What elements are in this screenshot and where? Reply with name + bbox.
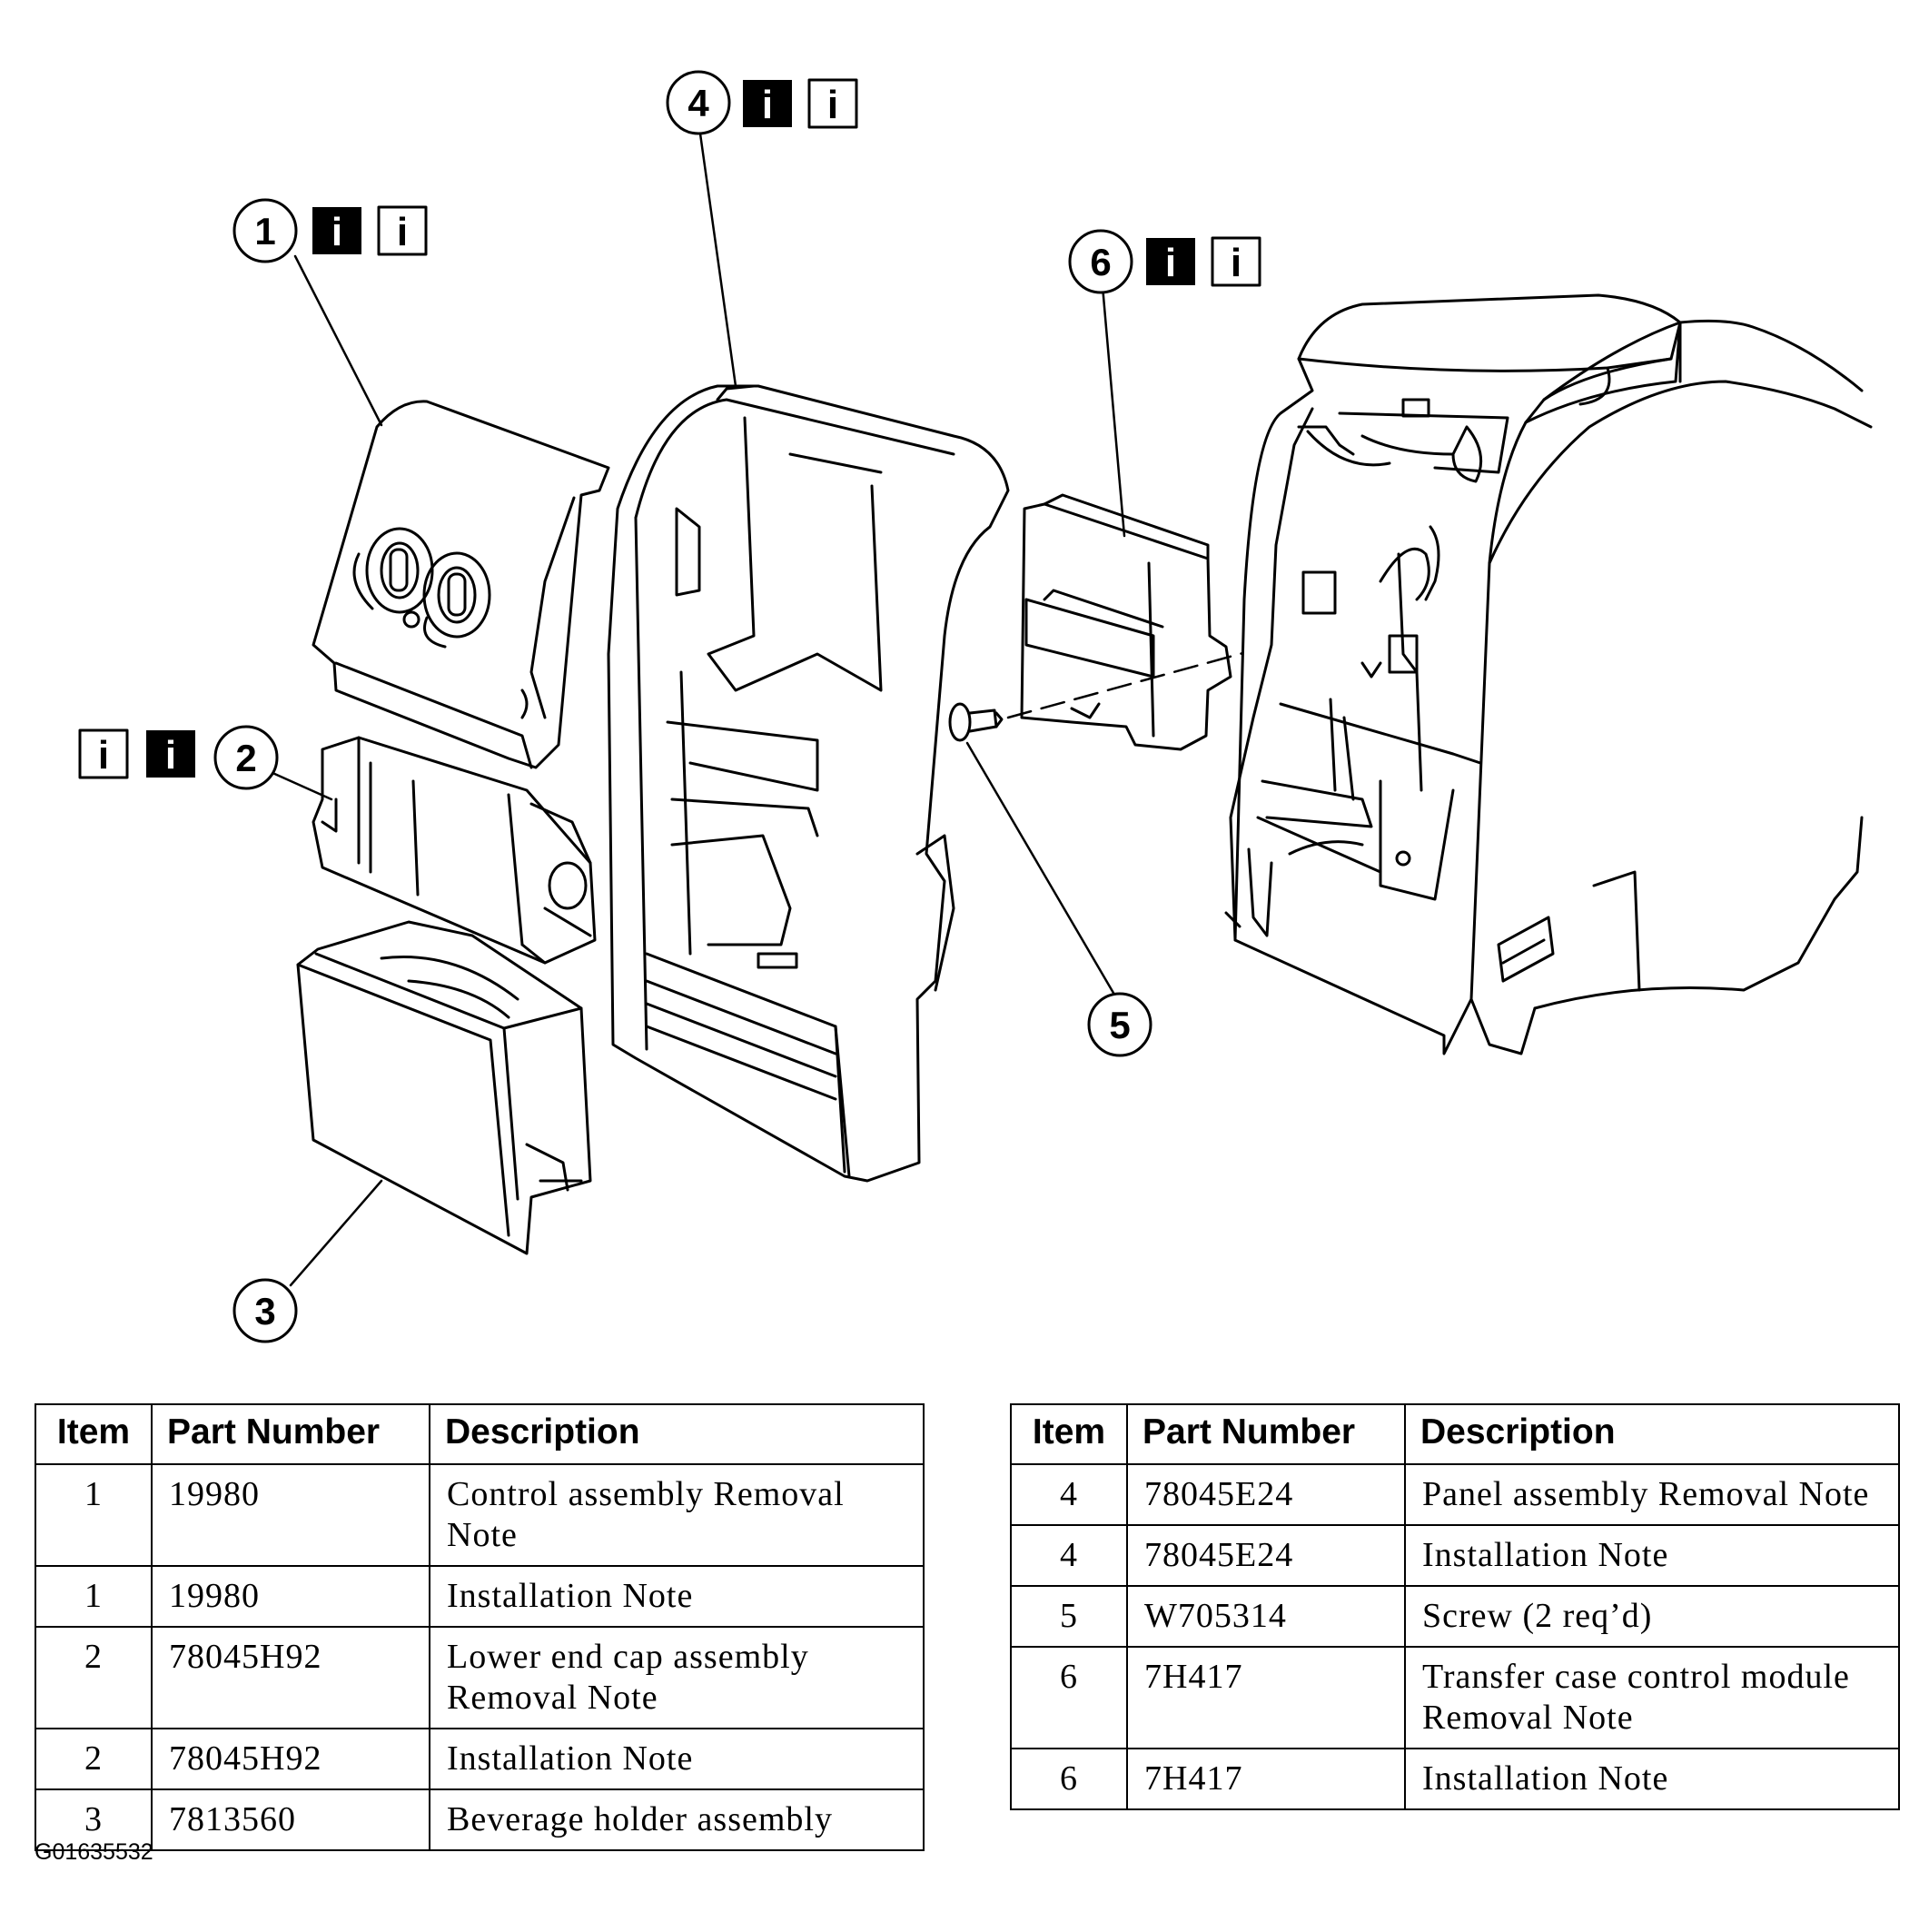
svg-text:i: i — [762, 83, 773, 127]
beverage-holder-part — [296, 920, 592, 1255]
part-number-cell: 78045H92 — [151, 1728, 430, 1790]
description-cell[interactable]: Installation Note — [1404, 1524, 1900, 1587]
description-cell[interactable]: Panel assembly Removal Note — [1404, 1463, 1900, 1526]
lower-end-cap-part — [312, 736, 597, 965]
table-header-row: Item Part Number Description — [1010, 1403, 1900, 1465]
table-row: 4 78045E24 Panel assembly Removal Note — [1010, 1463, 1900, 1526]
description-cell[interactable]: Installation Note — [429, 1565, 925, 1628]
leader-lines — [269, 125, 1126, 1287]
item-cell: 3 — [35, 1788, 153, 1851]
table-row: 2 78045H92 Lower end cap assembly Remova… — [35, 1626, 925, 1729]
callout-5: 5 — [1087, 992, 1152, 1057]
description-cell[interactable]: Installation Note — [1404, 1748, 1900, 1810]
table-row: 3 7813560 Beverage holder assembly — [35, 1788, 925, 1851]
part-number-cell: 78045H92 — [151, 1626, 430, 1729]
table-row: 2 78045H92 Installation Note — [35, 1728, 925, 1790]
callout-2: 2 — [213, 725, 279, 790]
header-description: Description — [1404, 1403, 1900, 1465]
table-row: 6 7H417 Transfer case control module Rem… — [1010, 1646, 1900, 1749]
removal-info-icon[interactable]: i — [312, 207, 361, 254]
item-cell: 2 — [35, 1728, 153, 1790]
item-cell: 6 — [1010, 1748, 1128, 1810]
svg-text:i: i — [331, 210, 342, 254]
transfer-case-control-module-part — [1020, 493, 1232, 751]
table-row: 1 19980 Control assembly Removal Note — [35, 1463, 925, 1567]
removal-info-icon[interactable]: i — [743, 80, 792, 127]
svg-text:2: 2 — [235, 737, 256, 779]
description-cell[interactable]: Installation Note — [429, 1728, 925, 1790]
figure-code: G01635532 — [35, 1839, 153, 1865]
part-number-cell: 7813560 — [151, 1788, 430, 1851]
header-part-number: Part Number — [151, 1403, 430, 1465]
item-cell: 2 — [35, 1626, 153, 1729]
svg-text:i: i — [827, 83, 838, 127]
control-assembly-part — [312, 400, 610, 769]
item-cell: 4 — [1010, 1463, 1128, 1526]
svg-text:i: i — [98, 733, 109, 778]
table-row: 1 19980 Installation Note — [35, 1565, 925, 1628]
callout-1: 1 — [232, 198, 298, 263]
description-cell: Beverage holder assembly — [429, 1788, 925, 1851]
description-cell[interactable]: Lower end cap assembly Removal Note — [429, 1626, 925, 1729]
exploded-view-diagram: 1 2 3 4 5 6 i i i — [78, 70, 1873, 1343]
header-part-number: Part Number — [1126, 1403, 1406, 1465]
item-cell: 1 — [35, 1565, 153, 1628]
item-cell: 5 — [1010, 1585, 1128, 1648]
table-row: 5 W705314 Screw (2 req’d) — [1010, 1585, 1900, 1648]
table-row: 4 78045E24 Installation Note — [1010, 1524, 1900, 1587]
part-number-cell: 7H417 — [1126, 1748, 1406, 1810]
item-cell: 1 — [35, 1463, 153, 1567]
installation-info-icon[interactable]: i — [1211, 236, 1261, 287]
svg-text:3: 3 — [254, 1290, 275, 1333]
installation-info-icon[interactable]: i — [377, 205, 428, 256]
installation-info-icon[interactable]: i — [807, 78, 858, 129]
panel-assembly-part — [607, 384, 1010, 1183]
svg-text:1: 1 — [254, 210, 275, 253]
description-cell: Screw (2 req’d) — [1404, 1585, 1900, 1648]
removal-info-icon[interactable]: i — [146, 730, 195, 778]
item-cell: 4 — [1010, 1524, 1128, 1587]
part-number-cell: W705314 — [1126, 1585, 1406, 1648]
header-item: Item — [1010, 1403, 1128, 1465]
parts-table-right: Item Part Number Description 4 78045E24 … — [1010, 1403, 1900, 1810]
callout-4: 4 — [666, 70, 731, 135]
svg-text:6: 6 — [1090, 241, 1111, 283]
table-row: 6 7H417 Installation Note — [1010, 1748, 1900, 1810]
part-number-cell: 19980 — [151, 1565, 430, 1628]
item-cell: 6 — [1010, 1646, 1128, 1749]
callout-6: 6 — [1068, 229, 1133, 294]
table-header-row: Item Part Number Description — [35, 1403, 925, 1465]
part-number-cell: 19980 — [151, 1463, 430, 1567]
screw-part — [948, 702, 1004, 742]
description-cell[interactable]: Transfer case control module Removal Not… — [1404, 1646, 1900, 1749]
installation-info-icon[interactable]: i — [78, 728, 129, 779]
svg-text:i: i — [165, 733, 176, 778]
description-cell[interactable]: Control assembly Removal Note — [429, 1463, 925, 1567]
part-number-cell: 78045E24 — [1126, 1463, 1406, 1526]
header-description: Description — [429, 1403, 925, 1465]
svg-text:5: 5 — [1109, 1004, 1130, 1046]
header-item: Item — [35, 1403, 153, 1465]
svg-text:i: i — [397, 210, 408, 254]
svg-text:4: 4 — [688, 82, 709, 124]
floor-console-part — [1224, 293, 1873, 1055]
parts-table-left: Item Part Number Description 1 19980 Con… — [35, 1403, 925, 1851]
removal-info-icon[interactable]: i — [1146, 238, 1195, 285]
part-number-cell: 7H417 — [1126, 1646, 1406, 1749]
callout-3: 3 — [232, 1278, 298, 1343]
svg-text:i: i — [1231, 241, 1241, 285]
part-number-cell: 78045E24 — [1126, 1524, 1406, 1587]
svg-text:i: i — [1165, 241, 1176, 285]
